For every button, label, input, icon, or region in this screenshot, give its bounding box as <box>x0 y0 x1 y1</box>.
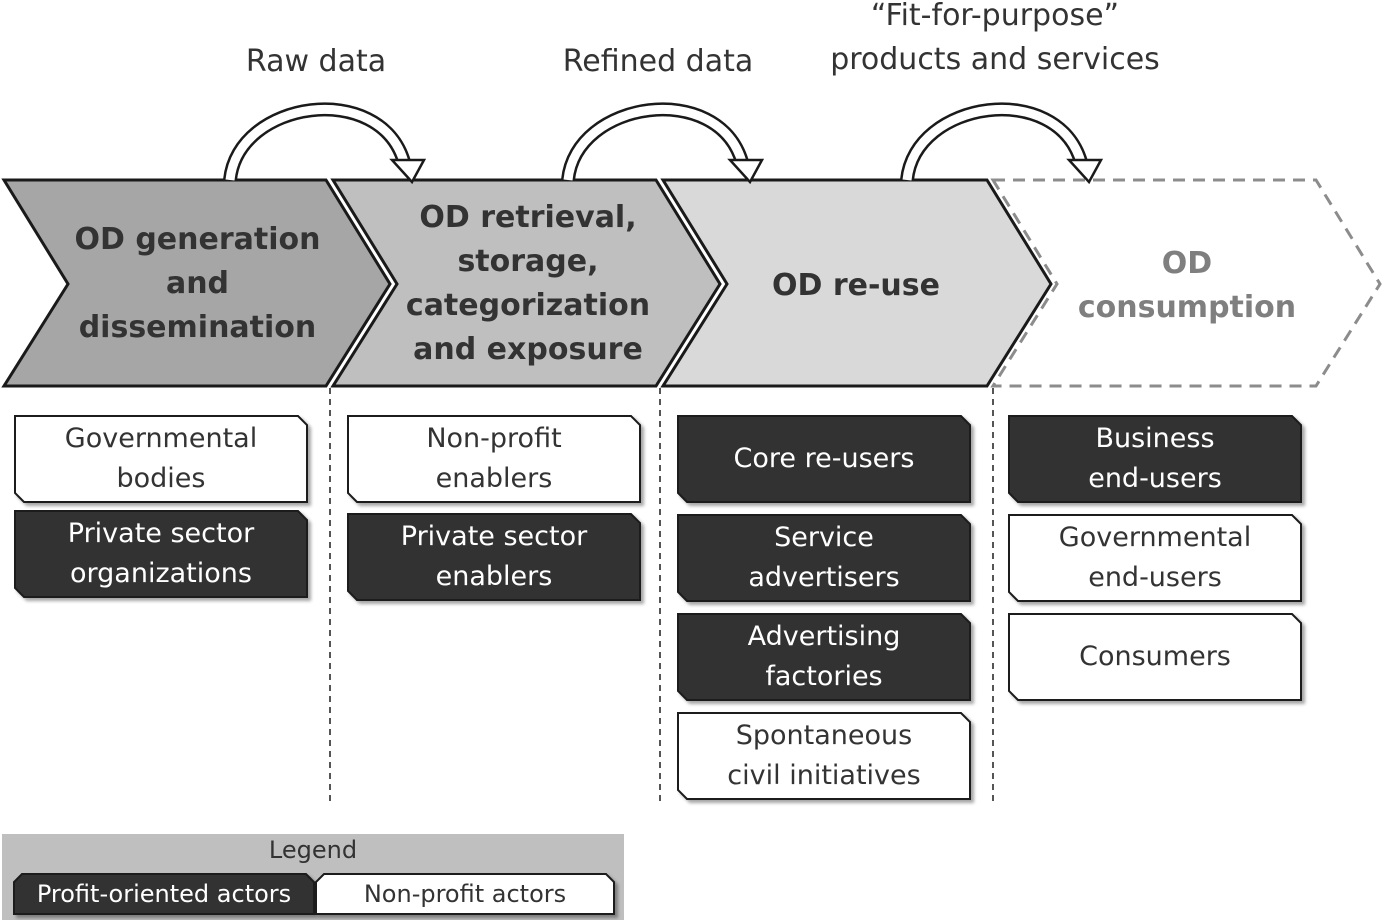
actor-label-line1: Business <box>1095 423 1215 455</box>
stage-retrieval-line2: storage, <box>457 243 599 279</box>
actor-box-governmental-end-users <box>1008 514 1302 602</box>
actor-label-line1: Private sector <box>67 518 255 550</box>
actor-label-line1: Private sector <box>400 521 588 553</box>
actor-label-line2: bodies <box>116 463 206 494</box>
stage-retrieval-line1: OD retrieval, <box>419 199 637 235</box>
flow-arrow-refined-data <box>561 102 765 185</box>
legend <box>2 834 624 920</box>
actor-label-private-sector-organizations: Private sector organizations <box>15 511 307 597</box>
actor-label-business-end-users: Business end-users <box>1009 416 1301 502</box>
actor-label-private-sector-enablers: Private sector enablers <box>348 514 640 600</box>
column-dividers <box>329 388 994 806</box>
stage-retrieval-line3: categorization <box>405 288 651 323</box>
actor-box-business-end-users <box>1008 415 1302 503</box>
actor-label-line2: factories <box>765 661 883 692</box>
actor-label-non-profit-enablers: Non-profit enablers <box>348 416 640 502</box>
actor-label-line2: end-users <box>1088 463 1222 494</box>
actor-label-line1: Non-profit <box>426 423 562 455</box>
actor-boxes <box>14 415 1302 800</box>
stage-retrieval-line4: and exposure <box>413 332 643 368</box>
legend-profit-swatch <box>13 873 315 915</box>
actor-label-line1: Advertising <box>747 621 901 653</box>
actor-label-line2: enablers <box>435 561 553 592</box>
stage-generation-line3: dissemination <box>78 310 317 346</box>
flow-label-refined-data: Refined data <box>562 44 754 79</box>
actor-box-consumers <box>1008 613 1302 701</box>
actor-label-advertising-factories: Advertising factories <box>678 614 970 700</box>
actor-box-service-advertisers <box>677 514 971 602</box>
flow-arrow-raw-data <box>223 102 427 185</box>
actor-label-core-re-users: Core re-users <box>678 416 970 502</box>
actor-label-consumers: Consumers <box>1009 614 1301 700</box>
stage-chevron-generation <box>1 178 392 388</box>
flow-arrows <box>223 102 1104 185</box>
flow-arrow-products <box>900 102 1104 185</box>
actor-label-line1: Governmental <box>64 423 258 455</box>
stage-label-reuse: OD re-use <box>722 190 990 382</box>
actor-box-governmental-bodies <box>14 415 308 503</box>
actor-label-line2: advertisers <box>748 562 900 593</box>
stage-chevron-reuse <box>660 178 1053 388</box>
stage-label-retrieval: OD retrieval, storage, categorization an… <box>392 186 664 382</box>
actor-label-line1: Service <box>774 522 874 554</box>
actor-box-non-profit-enablers <box>347 415 641 503</box>
actor-label-governmental-bodies: Governmental bodies <box>15 416 307 502</box>
stage-reuse-line1: OD re-use <box>771 267 940 303</box>
stage-chevrons <box>1 178 1382 388</box>
actor-label-line1: Spontaneous <box>735 720 913 752</box>
stage-chevron-retrieval <box>330 178 722 388</box>
actor-label-service-advertisers: Service advertisers <box>678 515 970 601</box>
actor-box-private-sector-enablers <box>347 513 641 601</box>
actor-label-spontaneous-civil-initiatives: Spontaneous civil initiatives <box>678 713 970 799</box>
actor-box-core-re-users <box>677 415 971 503</box>
actor-label-line1: Core re-users <box>733 443 915 475</box>
legend-profit-label: Profit-oriented actors <box>36 880 292 908</box>
legend-nonprofit-swatch <box>315 873 615 915</box>
stage-generation-line1: OD generation <box>74 221 321 257</box>
legend-title: Legend <box>268 836 358 864</box>
stage-label-generation: OD generation and dissemination <box>60 190 335 378</box>
actor-box-spontaneous-civil-initiatives <box>677 712 971 800</box>
actor-label-line2: organizations <box>70 558 252 589</box>
legend-nonprofit-label: Non-profit actors <box>363 880 567 908</box>
flow-label-products: “Fit-for-purpose” products and services <box>820 0 1170 81</box>
flow-label-raw-data: Raw data <box>245 44 387 79</box>
flow-label-products-line1: “Fit-for-purpose” <box>870 0 1120 33</box>
stage-chevron-consumption <box>990 178 1382 388</box>
actor-label-line2: end-users <box>1088 562 1222 593</box>
actor-label-line2: enablers <box>435 463 553 494</box>
actor-label-line1: Consumers <box>1079 641 1231 673</box>
stage-consumption-line2: consumption <box>1077 290 1297 325</box>
stage-generation-line2: and <box>165 265 230 301</box>
stage-label-consumption: OD consumption <box>1052 190 1322 382</box>
flow-label-products-line2: products and services <box>830 41 1160 77</box>
actor-label-governmental-end-users: Governmental end-users <box>1009 515 1301 601</box>
actor-box-advertising-factories <box>677 613 971 701</box>
actor-box-private-sector-organizations <box>14 510 308 598</box>
stage-consumption-line1: OD <box>1161 245 1213 281</box>
actor-label-line1: Governmental <box>1058 522 1252 554</box>
actor-label-line2: civil initiatives <box>727 760 921 791</box>
